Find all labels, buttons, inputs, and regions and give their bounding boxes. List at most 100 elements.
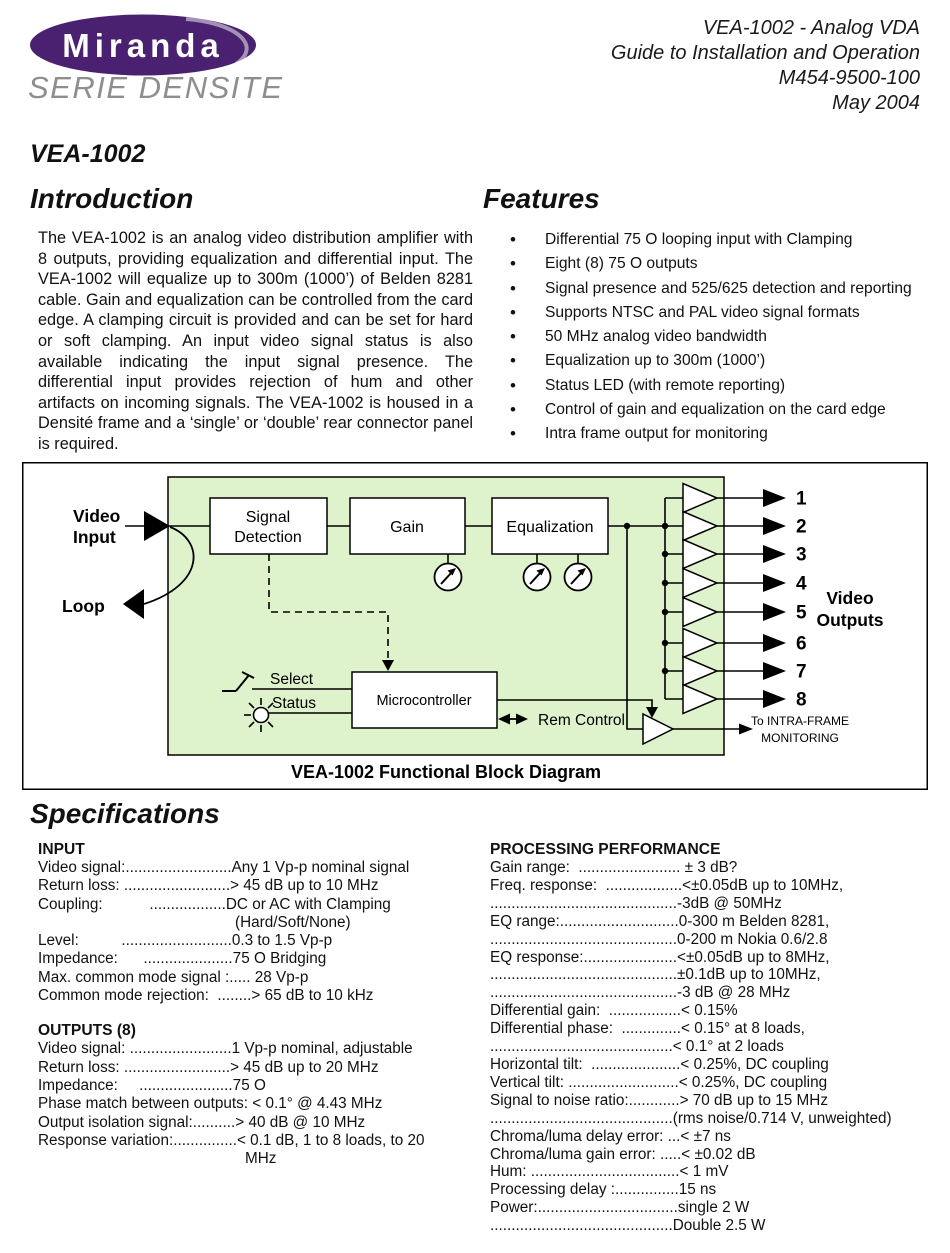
loop-curve bbox=[143, 526, 195, 605]
spec-line: Freq. response: ..................<±0.05… bbox=[490, 876, 844, 894]
feature-item: Status LED (with remote reporting) bbox=[510, 374, 938, 399]
gain-dial-icon bbox=[433, 554, 463, 592]
amp-icon bbox=[682, 538, 719, 570]
amp-icon bbox=[682, 683, 719, 715]
introduction-section: Introduction The VEA-1002 is an analog v… bbox=[30, 183, 473, 455]
spec-line: Impedance: ......................75 O bbox=[38, 1076, 266, 1094]
feature-item: Eight (8) 75 O outputs bbox=[510, 252, 938, 277]
loop-label: Loop bbox=[62, 596, 105, 616]
introduction-heading: Introduction bbox=[30, 183, 194, 214]
spec-line: Horizontal tilt: .....................< … bbox=[490, 1055, 829, 1073]
spec-line: ........................................… bbox=[490, 1038, 784, 1056]
video-input-label: Video bbox=[73, 506, 120, 526]
features-section: Features Differential 75 O looping input… bbox=[483, 183, 938, 447]
detection-control-line bbox=[268, 554, 389, 661]
amp-icon bbox=[682, 627, 719, 659]
amp-icon bbox=[682, 482, 719, 514]
spec-line: (Hard/Soft/None) bbox=[235, 913, 351, 931]
spec-line: Vertical tilt: .........................… bbox=[490, 1073, 828, 1091]
output-amps bbox=[665, 482, 719, 715]
spec-line: ........................................… bbox=[490, 1109, 892, 1127]
loop-arrow-icon bbox=[123, 589, 144, 619]
doc-info-line: VEA-1002 - Analog VDA bbox=[702, 17, 920, 39]
spec-line: Hum: ...................................… bbox=[490, 1163, 729, 1181]
feature-item: Differential 75 O looping input with Cla… bbox=[510, 228, 938, 253]
arrow-icon bbox=[763, 603, 786, 621]
logo-tagline: SERIE DENSITE bbox=[28, 70, 284, 105]
feature-item: Equalization up to 300m (1000’) bbox=[510, 349, 938, 374]
spec-line: Differential gain: .................< 0.… bbox=[490, 1002, 738, 1020]
signal-detection-label: Signal bbox=[246, 509, 290, 526]
spec-line: Coupling: ..................DC or AC wit… bbox=[38, 895, 391, 913]
spec-line: Processing delay :...............15 ns bbox=[490, 1181, 717, 1199]
eq-dial-icon bbox=[522, 554, 552, 592]
logo-text: Miranda bbox=[62, 27, 224, 64]
gain-label: Gain bbox=[390, 519, 424, 536]
spec-line: Response variation:...............< 0.1 … bbox=[38, 1131, 425, 1149]
output-number: 4 bbox=[796, 574, 807, 595]
spec-line: Chroma/luma gain error: .....< ±0.02 dB bbox=[490, 1145, 756, 1163]
output-lines bbox=[717, 497, 763, 700]
arrow-icon bbox=[498, 713, 510, 725]
features-heading: Features bbox=[483, 183, 600, 214]
input-spec-heading: INPUT bbox=[38, 841, 85, 858]
output-arrowheads bbox=[763, 489, 786, 708]
amp-icon bbox=[682, 510, 719, 542]
down-arrow-icon bbox=[646, 707, 658, 718]
spec-line: MHz bbox=[245, 1150, 277, 1168]
status-led-icon bbox=[244, 698, 274, 732]
monitoring-label: To INTRA-FRAME bbox=[751, 714, 849, 728]
functional-block-diagram: Video Input Loop Signal Detection Gain E… bbox=[22, 462, 928, 790]
arrow-icon bbox=[516, 713, 528, 725]
arrow-icon bbox=[739, 723, 753, 735]
output-number: 3 bbox=[796, 545, 807, 566]
amp-icon bbox=[682, 567, 719, 599]
arrow-icon bbox=[763, 517, 786, 535]
arrow-icon bbox=[763, 489, 786, 507]
feature-item: Signal presence and 525/625 detection an… bbox=[510, 277, 938, 302]
monitor-amp-icon bbox=[642, 712, 675, 746]
document-info: VEA-1002 - Analog VDA Guide to Installat… bbox=[611, 16, 920, 116]
monitoring-label: MONITORING bbox=[761, 731, 839, 745]
input-arrow-icon bbox=[144, 511, 170, 541]
video-outputs-label: Outputs bbox=[816, 610, 883, 630]
feature-item: Supports NTSC and PAL video signal forma… bbox=[510, 301, 938, 326]
output-number: 1 bbox=[796, 489, 807, 510]
doc-info-line: May 2004 bbox=[832, 92, 920, 114]
specs-right-column: PROCESSING PERFORMANCE Gain range: .....… bbox=[490, 840, 935, 1235]
spec-line: Signal to noise ratio:............> 70 d… bbox=[490, 1091, 828, 1109]
status-label: Status bbox=[272, 695, 316, 712]
spec-line: Return loss: .........................> … bbox=[38, 877, 379, 895]
amp-icon bbox=[682, 596, 719, 628]
specifications-heading: Specifications bbox=[30, 798, 220, 829]
spec-line: ........................................… bbox=[490, 894, 782, 912]
monitor-signal-line bbox=[626, 526, 643, 730]
output-numbers: 1 2 3 4 5 6 7 8 bbox=[796, 489, 807, 711]
diagram-caption: VEA-1002 Functional Block Diagram bbox=[291, 762, 601, 782]
spec-line: Return loss: .........................> … bbox=[38, 1058, 379, 1076]
amp-icon bbox=[682, 655, 719, 687]
spec-line: Power:.................................s… bbox=[490, 1199, 750, 1217]
arrow-icon bbox=[763, 634, 786, 652]
signal-detection-label: Detection bbox=[234, 529, 302, 546]
arrow-icon bbox=[763, 690, 786, 708]
features-list: Differential 75 O looping input with Cla… bbox=[483, 228, 938, 447]
spec-line: Differential phase: ..............< 0.15… bbox=[490, 1020, 805, 1038]
video-outputs-label: Video bbox=[826, 588, 873, 608]
doc-info-line: Guide to Installation and Operation bbox=[610, 42, 920, 64]
spec-line: Video signal:.........................An… bbox=[38, 859, 410, 876]
spec-line: Output isolation signal:..........> 40 d… bbox=[38, 1113, 366, 1131]
processing-spec-heading: PROCESSING PERFORMANCE bbox=[490, 841, 721, 858]
spec-line: Impedance: .....................75 O Bri… bbox=[38, 950, 327, 968]
video-input-label: Input bbox=[73, 527, 116, 547]
arrow-icon bbox=[763, 662, 786, 680]
output-number: 6 bbox=[796, 634, 807, 655]
arrow-icon bbox=[763, 574, 786, 592]
logo-ellipse bbox=[30, 14, 256, 76]
spec-line: ........................................… bbox=[490, 930, 828, 948]
spec-line: Max. common mode signal :..... 28 Vp-p bbox=[38, 968, 309, 986]
spec-line: EQ response:......................<±0.05… bbox=[490, 948, 830, 966]
down-arrow-icon bbox=[382, 660, 394, 671]
introduction-paragraph: The VEA-1002 is an analog video distribu… bbox=[38, 229, 473, 453]
